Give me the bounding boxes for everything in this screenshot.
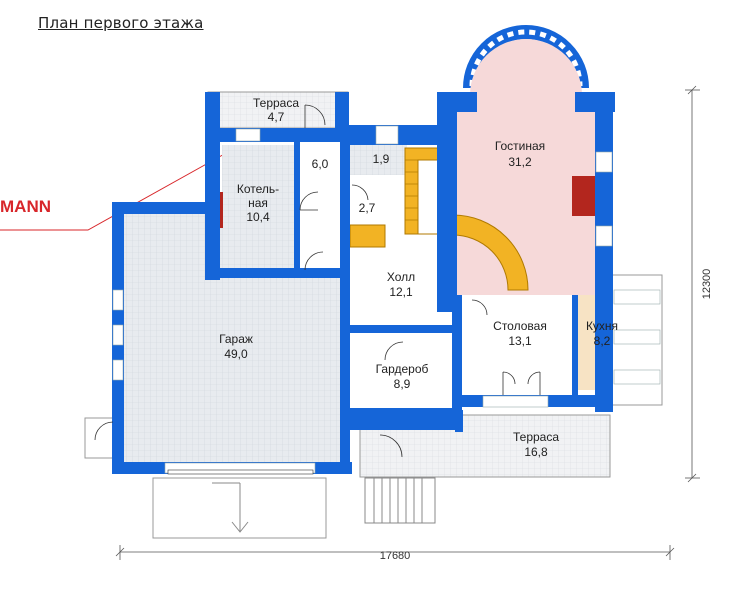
stair-lower	[349, 224, 386, 248]
bay-window-glass	[469, 29, 583, 87]
small2-area: 2,7	[359, 201, 376, 215]
hall-area: 12,1	[389, 285, 413, 299]
wardrobe-name: Гардероб	[376, 362, 429, 376]
living-floor	[455, 39, 600, 300]
windows	[112, 125, 661, 474]
wardrobe-floor	[352, 330, 452, 410]
terrace-bottom-name: Терраса	[513, 430, 559, 444]
stair-well	[417, 159, 441, 235]
height-dimension: 12300	[701, 269, 713, 300]
garage-arrow	[212, 482, 249, 533]
plan-title: План первого этажа	[38, 14, 204, 32]
living-name: Гостиная	[495, 139, 545, 153]
kitchen-name: Кухня	[586, 319, 618, 333]
hall-name: Холл	[387, 270, 415, 284]
living-area: 31,2	[508, 155, 532, 169]
stair-curved	[452, 214, 529, 291]
boiler-name-cont: ная	[248, 196, 268, 210]
doors	[94, 104, 541, 458]
kitchen-area: 8,2	[594, 334, 611, 348]
steps-lines	[373, 478, 423, 523]
dimension-lines	[115, 85, 700, 560]
small-room-floor	[347, 145, 407, 175]
entrance-steps	[364, 477, 436, 524]
boiler-area: 10,4	[246, 210, 270, 224]
width-dimension: 17680	[380, 550, 411, 562]
terrace-top-name: Терраса	[253, 96, 299, 110]
wardrobe-area: 8,9	[394, 377, 411, 391]
terrace-top-area: 4,7	[268, 110, 285, 124]
dining-area: 13,1	[508, 334, 532, 348]
dining-floor	[455, 295, 575, 395]
wc-floor	[297, 145, 347, 270]
garage-door	[167, 469, 314, 475]
boiler-name: Котель-	[237, 182, 279, 196]
terrace-bottom-area: 16,8	[524, 445, 548, 459]
garage-area: 49,0	[224, 347, 248, 361]
pointer-line	[0, 151, 229, 231]
small1-area: 1,9	[373, 152, 390, 166]
brand-logo: MANN	[0, 197, 51, 216]
wc-area: 6,0	[312, 157, 329, 171]
garage-name: Гараж	[219, 332, 253, 346]
room-labels: Терраса 4,7 Котель- ная 10,4 6,0 1,9 2,7…	[219, 96, 618, 459]
dining-name: Столовая	[493, 319, 547, 333]
boiler-floor	[222, 145, 297, 270]
